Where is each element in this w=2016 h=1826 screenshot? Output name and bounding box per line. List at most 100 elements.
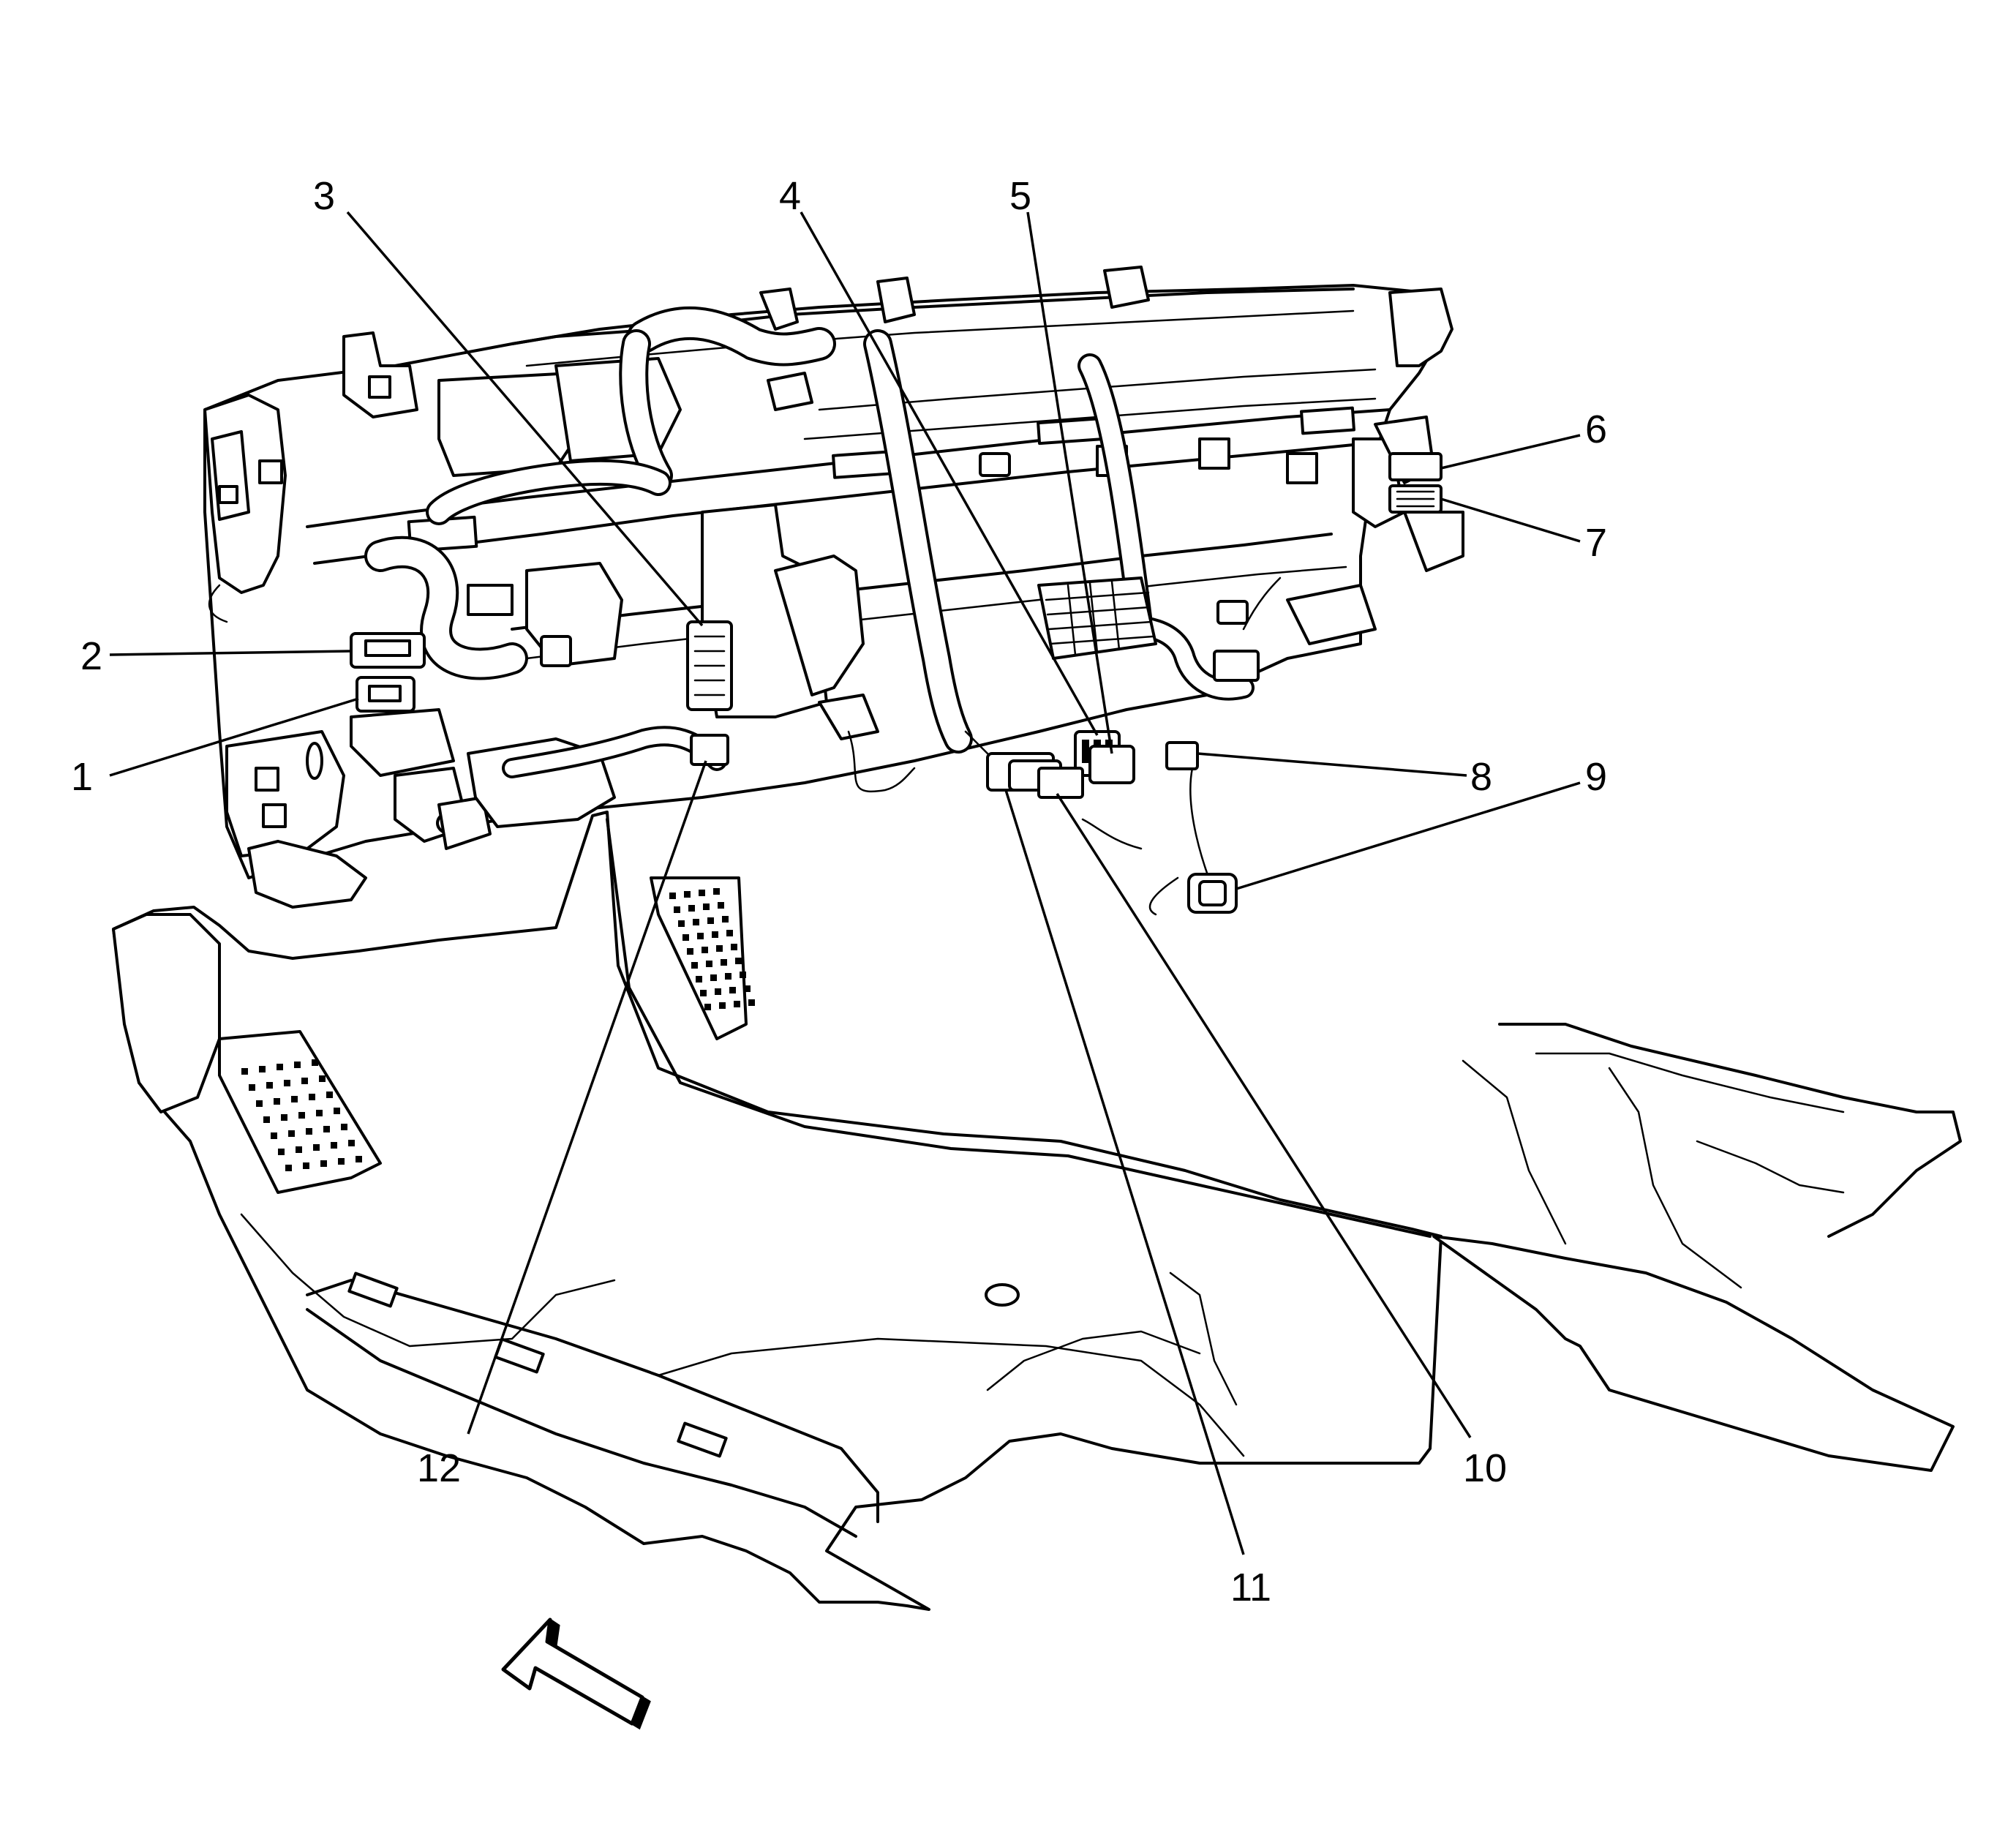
leader-1 — [109, 697, 359, 777]
mat-dot — [748, 999, 755, 1006]
mat-dot — [729, 987, 736, 993]
callout-1: 1 — [71, 755, 93, 799]
mat-dot — [719, 1002, 726, 1009]
mat-dot — [278, 1149, 285, 1155]
leader-lines — [109, 211, 1581, 1555]
mat-dot — [266, 1082, 273, 1089]
mat-dot — [294, 1062, 301, 1068]
mat-dot — [697, 933, 704, 939]
mat-dot — [338, 1158, 345, 1165]
mat-dot — [271, 1132, 277, 1139]
mat-dot — [688, 905, 695, 912]
mat-dot — [284, 1080, 290, 1086]
mat-dot — [687, 948, 693, 955]
mat-dot — [715, 988, 721, 995]
mat-dot — [313, 1144, 320, 1151]
mat-dot — [682, 934, 689, 941]
leader-11 — [1004, 789, 1245, 1555]
leader-10 — [1056, 793, 1472, 1438]
callout-9: 9 — [1585, 755, 1607, 799]
mat-dot — [706, 961, 712, 967]
callout-2: 2 — [80, 634, 102, 678]
mat-dot — [326, 1092, 333, 1098]
mat-dot — [740, 972, 746, 978]
mat-dot — [693, 919, 699, 925]
mat-dot — [341, 1124, 347, 1130]
mat-dot — [291, 1096, 298, 1102]
mat-dot — [734, 1001, 740, 1007]
center-mat-dot-grid — [669, 888, 755, 1010]
connector-cluster — [1037, 576, 1157, 660]
mat-dot — [718, 902, 724, 909]
mat-dot — [712, 931, 718, 938]
leader-5 — [1026, 211, 1113, 754]
mat-dot — [674, 906, 680, 913]
mat-dot — [707, 917, 714, 924]
mat-dot — [744, 985, 751, 992]
mat-dot — [735, 958, 742, 964]
floor-carpet — [112, 811, 1962, 1611]
view-direction-arrow-icon — [501, 1618, 651, 1730]
callout-11: 11 — [1230, 1566, 1271, 1609]
connector-1 — [356, 676, 415, 713]
mat-dot — [296, 1146, 302, 1153]
mat-dot — [700, 990, 707, 996]
mat-dot — [669, 893, 676, 899]
mat-dot — [259, 1066, 266, 1072]
callout-6: 6 — [1585, 407, 1607, 451]
mat-dot — [316, 1110, 323, 1116]
connector-6 — [1388, 452, 1443, 481]
mat-dot — [703, 903, 710, 910]
mat-dot — [249, 1084, 255, 1091]
connector-7 — [1388, 484, 1443, 514]
leader-7 — [1440, 497, 1581, 543]
callout-7: 7 — [1585, 521, 1607, 565]
mat-dot — [263, 1116, 270, 1123]
leader-9 — [1235, 781, 1581, 890]
mat-dot — [277, 1064, 283, 1070]
mat-dot — [288, 1130, 295, 1137]
instrument-panel-carrier — [203, 266, 1464, 909]
leader-3 — [346, 211, 704, 627]
mat-dot — [319, 1075, 326, 1082]
mat-dot — [306, 1128, 312, 1135]
mat-dot — [699, 890, 705, 896]
callout-8: 8 — [1470, 755, 1492, 799]
connector-2 — [350, 632, 426, 669]
mat-dot — [691, 962, 698, 969]
mat-dot — [721, 959, 727, 966]
callout-4: 4 — [779, 174, 801, 218]
mat-dot — [303, 1162, 309, 1169]
leader-12 — [467, 760, 707, 1435]
mat-dot — [716, 945, 723, 952]
mat-dot — [331, 1142, 337, 1149]
mat-dot — [301, 1078, 308, 1084]
mat-dot — [731, 944, 737, 950]
callout-3: 3 — [313, 174, 335, 218]
connector-12 — [690, 734, 729, 766]
center-footwell-mat — [650, 876, 748, 1040]
mat-dot — [678, 920, 685, 927]
mat-dot — [702, 947, 708, 953]
mat-dot — [323, 1126, 330, 1132]
connector-8 — [1165, 741, 1199, 770]
mat-dot — [356, 1156, 362, 1162]
mat-dot — [281, 1114, 287, 1121]
mat-dot — [725, 973, 731, 980]
mat-dot — [320, 1160, 327, 1167]
mat-dot — [256, 1100, 263, 1107]
mat-dot — [696, 976, 702, 982]
leader-4 — [800, 211, 1099, 736]
mat-dot — [348, 1140, 355, 1146]
callout-12: 12 — [417, 1446, 461, 1490]
mat-dot — [285, 1165, 292, 1171]
mat-dot — [710, 974, 717, 981]
callout-10: 10 — [1463, 1446, 1507, 1490]
leader-8 — [1197, 752, 1467, 777]
mat-dot — [684, 891, 691, 898]
mat-dot — [312, 1059, 318, 1066]
connector-10 — [1037, 767, 1084, 799]
mat-dot — [309, 1094, 315, 1100]
callout-5: 5 — [1009, 174, 1031, 218]
